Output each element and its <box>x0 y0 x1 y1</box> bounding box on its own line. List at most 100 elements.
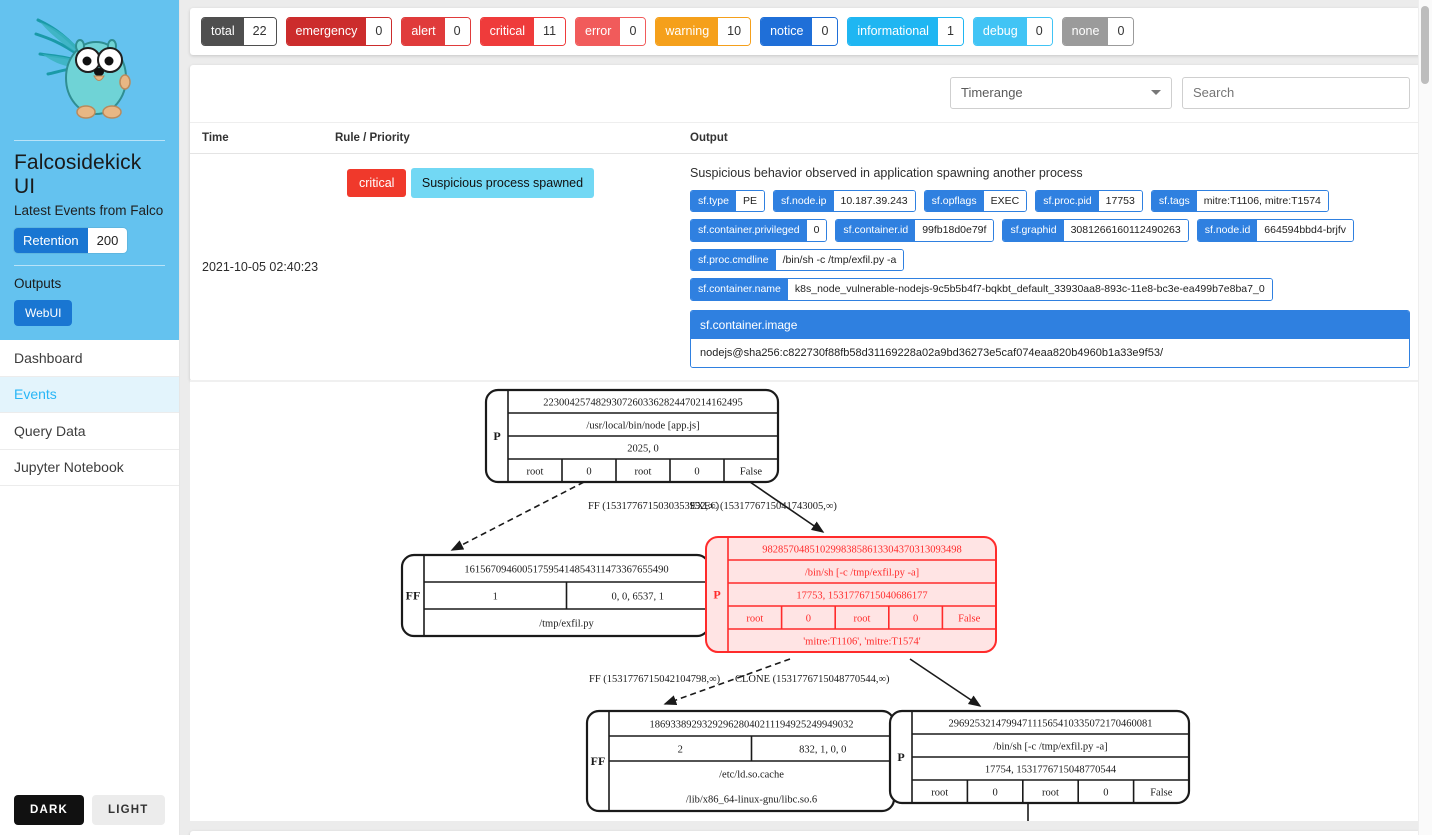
retention-value: 200 <box>87 228 128 253</box>
graph-node-cell: 186933892932929628040211194925249949032 <box>650 719 854 730</box>
sidebar-item-query-data[interactable]: Query Data <box>0 413 179 450</box>
severity-chip-count: 0 <box>444 18 470 45</box>
retention-pill[interactable]: Retention 200 <box>14 228 128 253</box>
event-rule-cell: critical Suspicious process spawned <box>335 154 690 380</box>
graph-node-n4[interactable]: FF18693389293292962804021119492524994903… <box>585 709 896 812</box>
severity-chip-label: informational <box>848 18 938 45</box>
theme-dark-button[interactable]: DARK <box>14 795 85 825</box>
sidebar-item-events[interactable]: Events <box>0 376 179 413</box>
sidebar-item-dashboard[interactable]: Dashboard <box>0 340 179 377</box>
page-scrollbar-thumb[interactable] <box>1421 6 1429 84</box>
output-webui-button[interactable]: WebUI <box>14 300 73 326</box>
graph-node-badge: P <box>713 587 720 601</box>
table-row[interactable]: 2021-10-05 02:40:23 critical Suspicious … <box>190 154 1422 381</box>
event-output-cell: Container entrypoint "node" starts shell… <box>690 831 1422 835</box>
column-header-rule: Rule / Priority <box>335 131 410 144</box>
graph-node-n5[interactable]: P296925321479947111565410335072170460081… <box>888 709 1191 804</box>
graph-edge <box>450 480 585 551</box>
graph-node-badge: FF <box>406 588 421 602</box>
container-image-label: sf.container.image <box>691 310 1409 339</box>
go-gopher-falco-logo-icon <box>34 18 131 119</box>
graph-node-cell: 0 <box>694 466 699 477</box>
timerange-select[interactable]: Timerange <box>950 76 1172 109</box>
graph-node-n1[interactable]: P22300425748293072603362824470214162495/… <box>484 388 780 483</box>
graph-node-cell: root <box>527 466 544 477</box>
event-tag-value: k8s_node_vulnerable-nodejs-9c5b5b4f7-bqk… <box>787 279 1272 300</box>
sidebar-header: Falcosidekick UI Latest Events from Falc… <box>0 0 179 340</box>
graph-node-cell: False <box>740 466 763 477</box>
rule-badge[interactable]: Suspicious process spawned <box>410 167 595 198</box>
sidebar-item-jupyter-notebook[interactable]: Jupyter Notebook <box>0 449 179 486</box>
event-tag-value: 664594bbd4-brjfv <box>1257 220 1354 241</box>
graph-node-cell: 22300425748293072603362824470214162495 <box>543 397 743 408</box>
provenance-graph[interactable]: P 22300425748293072603362824470214162495 /… <box>190 380 1422 821</box>
graph-node-cell: 832, 1, 0, 0 <box>799 744 846 755</box>
column-header-output: Output <box>690 131 728 144</box>
table-controls: Timerange <box>190 65 1422 122</box>
event-tag-value: EXEC <box>983 190 1027 211</box>
graph-node-cell: root <box>746 613 763 624</box>
page-scrollbar[interactable] <box>1418 0 1432 835</box>
chevron-down-icon <box>1151 90 1161 95</box>
severity-chip-label: emergency <box>286 18 367 45</box>
severity-chip-label: warning <box>656 18 719 45</box>
graph-node-cell: /bin/sh [-c /tmp/exfil.py -a] <box>993 741 1107 752</box>
graph-node-cell: 17754, 1531776715048770544 <box>985 764 1117 775</box>
graph-node-cell: 2 <box>678 744 683 755</box>
event-output-cell: Suspicious behavior observed in applicat… <box>690 154 1422 380</box>
event-tag-value: 99fb18d0e79f <box>915 220 994 241</box>
timerange-label: Timerange <box>961 85 1023 100</box>
search-input[interactable] <box>1182 76 1410 109</box>
graph-edge <box>909 657 982 707</box>
graph-edge <box>749 480 825 533</box>
graph-node-n3[interactable]: P98285704851029983858613304370313093498/… <box>705 535 997 653</box>
severity-chip-count: 1 <box>937 18 963 45</box>
graph-node-cell: /tmp/exfil.py <box>539 618 594 629</box>
event-tag[interactable]: sf.proc.cmdline/bin/sh -c /tmp/exfil.py … <box>690 248 905 271</box>
status-badge[interactable]: critical <box>347 168 407 197</box>
events-table-card: Timerange Time Rule / Priority Output 20… <box>190 64 1422 381</box>
theme-light-button[interactable]: LIGHT <box>92 795 165 825</box>
graph-node-cell: root <box>854 613 871 624</box>
sidebar: Falcosidekick UI Latest Events from Falc… <box>0 0 180 835</box>
severity-chip-count: 0 <box>1108 18 1134 45</box>
severity-chip-label: alert <box>402 18 445 45</box>
severity-chip-count: 0 <box>1026 18 1052 45</box>
event-output-text: Suspicious behavior observed in applicat… <box>690 165 1083 180</box>
severity-chip-count: 0 <box>812 18 838 45</box>
container-image-value: nodejs@sha256:c822730f88fb58d31169228a02… <box>691 338 1409 367</box>
graph-edge-label: CLONE (1531776715048770544,∞) <box>735 674 890 685</box>
graph-node-cell: root <box>635 466 652 477</box>
event-time <box>190 831 335 835</box>
graph-node-cell: 0 <box>806 613 811 624</box>
graph-node-n2[interactable]: FF16156709460051759541485431147336765549… <box>400 553 711 637</box>
retention-label: Retention <box>14 228 88 253</box>
event-tag-value: 3081266160112490263 <box>1063 220 1188 241</box>
table-row[interactable]: informational Container entrypoint "node… <box>190 831 1422 835</box>
graph-node-cell: 296925321479947111565410335072170460081 <box>949 718 1153 729</box>
event-tag-key: sf.container.privileged <box>691 220 807 241</box>
event-tag-value: /bin/sh -c /tmp/exfil.py -a <box>775 249 904 270</box>
